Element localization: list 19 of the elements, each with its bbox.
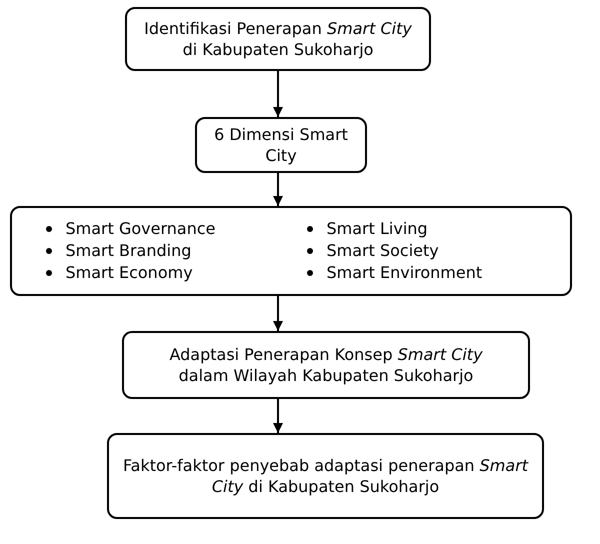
list-item: Smart Branding [44,240,298,262]
arrow [273,173,283,206]
box-text: Faktor-faktor penyebab adaptasi penerapan Smart City di Kabupaten Sukoharjo [122,455,530,497]
process-box [125,7,431,71]
arrow [273,71,283,117]
list-item: Smart Governance [44,218,298,240]
box-text: 6 Dimensi Smart City [213,124,349,166]
box-text: Identifikasi Penerapan Smart City di Kabupaten Sukoharjo [143,18,413,60]
list-item: Smart Environment [304,262,544,284]
arrow [273,296,283,331]
process-box [195,117,367,173]
process-box [10,206,572,296]
list-item: Smart Living [304,218,544,240]
list-item: Smart Economy [44,262,298,284]
process-box [107,433,544,519]
box-text: Adaptasi Penerapan Konsep Smart City dalam Wilayah Kabupaten Sukoharjo [168,344,484,386]
list-item: Smart Society [304,240,544,262]
arrow [273,399,283,433]
process-box [122,331,530,399]
